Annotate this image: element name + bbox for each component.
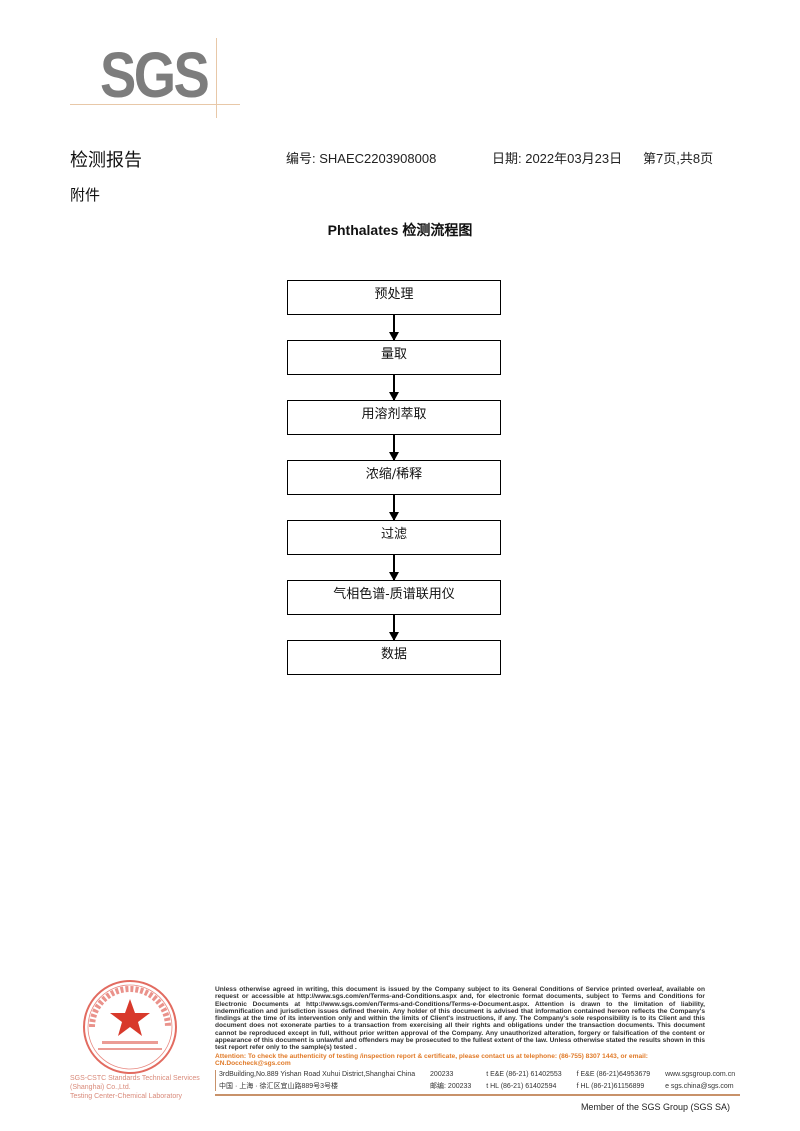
arrow-down-icon xyxy=(389,495,399,521)
flow-step: 预处理 xyxy=(287,280,501,315)
flow-step: 浓缩/稀释 xyxy=(287,460,501,495)
address-en: 3rdBuilding,No.889 Yishan Road Xuhui Dis… xyxy=(219,1071,416,1079)
company-name: SGS-CSTC Standards Technical Services (S… xyxy=(70,1075,200,1091)
postcode-cn: 邮编: 200233 xyxy=(430,1083,472,1091)
star-icon xyxy=(110,999,150,1036)
report-date: 日期: 2022年03月23日 xyxy=(492,151,623,166)
section-label: 附件 xyxy=(70,187,101,204)
logo-divider xyxy=(216,38,217,118)
fax-hl: f HL (86-21)61156899 xyxy=(576,1083,645,1091)
flow-step: 过滤 xyxy=(287,520,501,555)
footer: Unless otherwise agreed in writing, this… xyxy=(215,986,740,1112)
lab-name: Testing Center-Chemical Laboratory xyxy=(70,1093,183,1100)
arrow-down-icon xyxy=(389,435,399,461)
report-title: 检测报告 xyxy=(70,150,142,170)
flow-step: 数据 xyxy=(287,640,501,675)
report-number: 编号: SHAEC2203908008 xyxy=(286,151,437,166)
website[interactable]: www.sgsgroup.com.cn xyxy=(665,1071,736,1079)
inspection-stamp xyxy=(83,980,177,1074)
member-note: Member of the SGS Group (SGS SA) xyxy=(580,1101,730,1112)
arrow-down-icon xyxy=(389,375,399,401)
legal-disclaimer: Unless otherwise agreed in writing, this… xyxy=(215,986,705,1052)
tel-hl: t HL (86-21) 61402594 xyxy=(486,1083,557,1091)
arrow-down-icon xyxy=(389,555,399,581)
page-number: 第7页,共8页 xyxy=(643,151,714,166)
flow-step: 气相色谱-质谱联用仪 xyxy=(287,580,501,615)
arrow-down-icon xyxy=(389,315,399,341)
flow-step: 量取 xyxy=(287,340,501,375)
sgs-logo: SGS xyxy=(100,39,210,111)
address-cn: 中国 · 上海 · 徐汇区宜山路889号3号楼 xyxy=(219,1083,339,1091)
flow-step: 用溶剂萃取 xyxy=(287,400,501,435)
authenticity-notice: Attention: To check the authenticity of … xyxy=(215,1052,648,1067)
email[interactable]: e sgs.china@sgs.com xyxy=(665,1083,734,1091)
fax-ee: f E&E (86-21)64953679 xyxy=(576,1071,651,1079)
postcode-en: 200233 xyxy=(430,1071,454,1079)
arrow-down-icon xyxy=(389,615,399,641)
tel-ee: t E&E (86-21) 61402553 xyxy=(486,1071,562,1079)
flowchart-title: Phthalates 检测流程图 xyxy=(327,222,473,238)
contact-grid: 3rdBuilding,No.889 Yishan Road Xuhui Dis… xyxy=(215,1070,740,1092)
footer-line xyxy=(215,1094,740,1096)
company-block: SGS-CSTC Standards Technical Services (S… xyxy=(70,1074,208,1101)
logo-divider xyxy=(70,104,240,105)
